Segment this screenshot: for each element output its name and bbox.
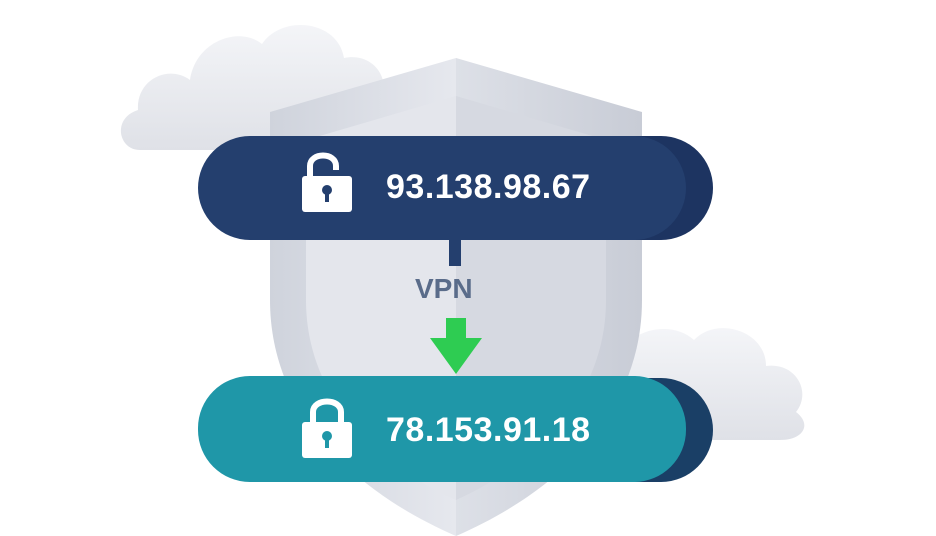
top-address-pill [198, 136, 686, 240]
down-arrow-icon [430, 318, 482, 374]
unlocked-padlock-icon [302, 152, 352, 212]
original-ip-address: 93.138.98.67 [386, 168, 591, 206]
bottom-address-pill [198, 376, 686, 482]
vpn-ip-address: 78.153.91.18 [386, 411, 591, 449]
vpn-label: VPN [415, 273, 473, 304]
locked-padlock-icon [302, 398, 352, 458]
connector-line [449, 232, 461, 266]
